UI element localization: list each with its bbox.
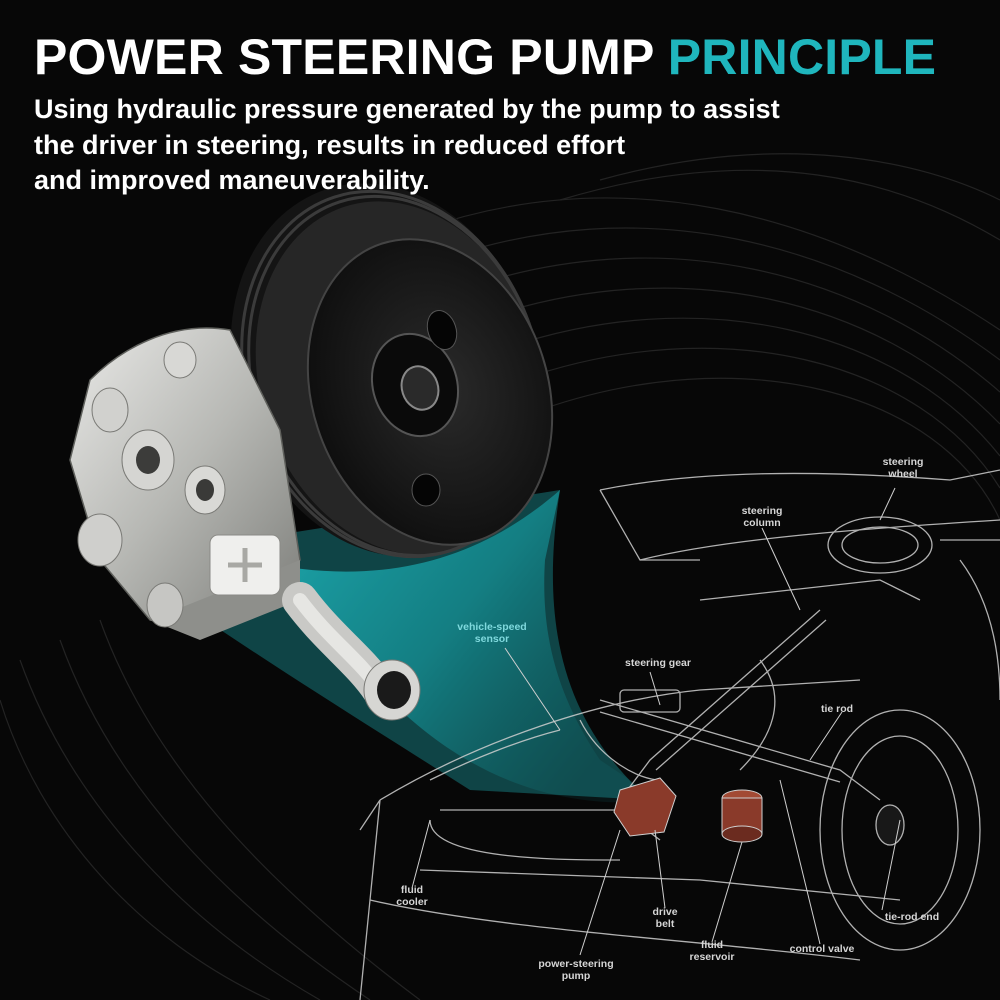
label-line: drive xyxy=(652,906,678,918)
label-vehicle-speed-sensor: vehicle-speed sensor xyxy=(457,621,526,645)
label-steering-column: steering column xyxy=(742,505,783,529)
fiber-streaks xyxy=(0,153,1000,1000)
highlighted-pump xyxy=(613,777,677,837)
label-tie-rod-end: tie-rod end xyxy=(885,911,939,923)
label-steering-wheel: steering wheel xyxy=(883,456,924,480)
label-line: steering xyxy=(882,456,924,468)
label-line: control valve xyxy=(789,943,855,955)
label-line: steering gear xyxy=(625,657,691,669)
label-line: vehicle-speed xyxy=(457,621,527,633)
title-accent: PRINCIPLE xyxy=(667,29,937,85)
label-power-steering-pump: power-steering pump xyxy=(538,958,613,982)
label-line: column xyxy=(743,517,781,530)
label-line: cooler xyxy=(396,896,428,909)
label-line: belt xyxy=(655,918,675,931)
label-control-valve: control valve xyxy=(790,943,855,955)
highlighted-reservoir xyxy=(721,789,763,843)
label-line: power-steering xyxy=(538,958,614,970)
subtitle: Using hydraulic pressure generated by th… xyxy=(34,92,864,199)
label-line: wheel xyxy=(888,468,918,481)
title-main: POWER STEERING PUMP xyxy=(34,29,654,85)
subtitle-line: and improved maneuverability. xyxy=(34,165,430,196)
label-line: tie rod xyxy=(820,703,854,715)
label-line: tie-rod end xyxy=(884,911,940,923)
pump-product-image xyxy=(69,183,554,721)
leader-lines xyxy=(411,487,901,956)
label-line: reservoir xyxy=(689,951,735,964)
label-fluid-reservoir: fluid reservoir xyxy=(690,939,735,963)
label-line: fluid xyxy=(700,939,724,951)
label-line: sensor xyxy=(474,633,510,646)
subtitle-line: the driver in steering, results in reduc… xyxy=(34,129,626,160)
label-tie-rod: tie rod xyxy=(821,703,853,715)
page-title: POWER STEERING PUMP PRINCIPLE xyxy=(34,32,936,82)
label-line: steering xyxy=(741,505,783,517)
label-line: fluid xyxy=(400,884,424,896)
highlight-beam xyxy=(250,490,660,803)
label-steering-gear: steering gear xyxy=(625,657,691,669)
subtitle-line: Using hydraulic pressure generated by th… xyxy=(34,94,780,124)
label-fluid-cooler: fluid cooler xyxy=(396,884,428,908)
label-drive-belt: drive belt xyxy=(652,906,677,930)
label-line: pump xyxy=(561,970,591,983)
